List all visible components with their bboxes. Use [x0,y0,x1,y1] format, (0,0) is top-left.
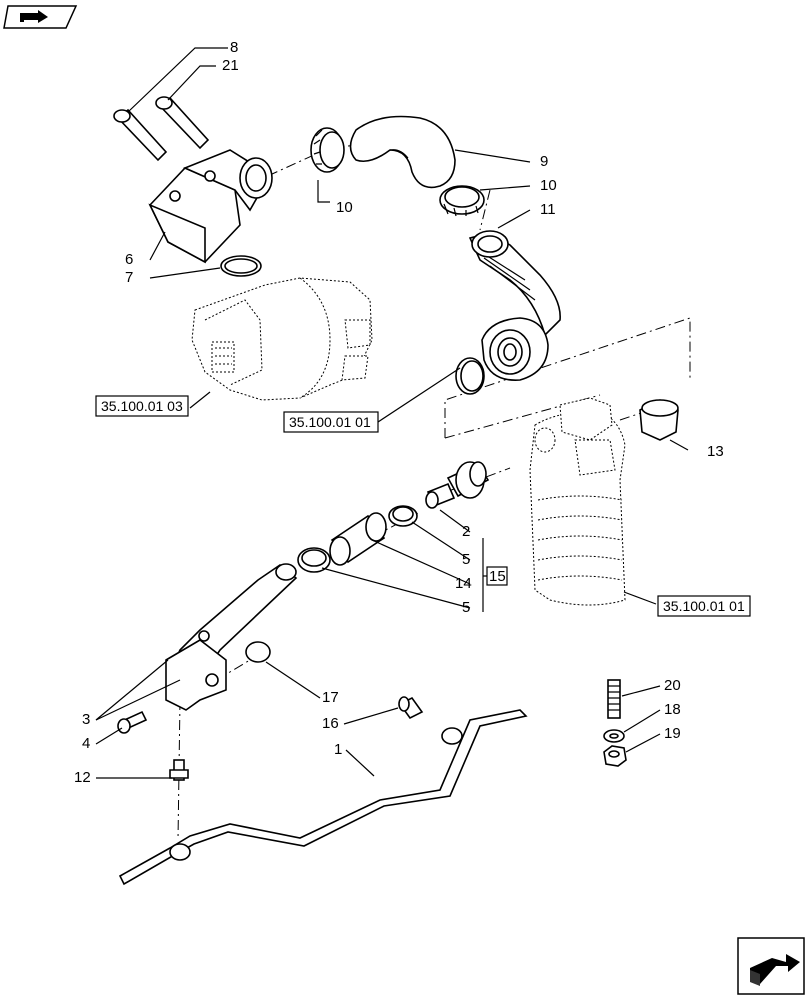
sleeve-13 [639,399,679,441]
hydraulic-pump-ghost [191,277,373,401]
screw-4 [117,710,148,734]
callout-14: 14 [455,575,472,592]
callout-15: 15 [489,568,506,585]
callout-11: 11 [540,201,556,218]
hose-assembly-11 [468,230,561,381]
fitting-16 [398,696,424,720]
callout-16: 16 [322,715,339,732]
filter-housing-ghost [529,397,626,606]
seal-ring [455,357,485,395]
washer-18 [603,729,625,743]
leader-lines [95,47,689,779]
callout-numbers: 8 21 9 10 10 11 6 7 13 2 5 14 15 5 3 4 1… [74,39,724,786]
callout-18: 18 [664,701,681,718]
callout-1: 1 [334,741,342,758]
callout-5-upper: 5 [462,551,470,568]
return-arrow-icon[interactable] [3,5,78,29]
callout-5-lower: 5 [462,599,470,616]
flange-6 [148,149,273,264]
callout-10-upper: 10 [336,199,353,216]
stud-20 [607,679,621,719]
elbow-hose-9 [349,115,456,189]
callout-3: 3 [82,711,90,728]
callout-8: 8 [230,39,238,56]
callout-6: 6 [125,251,133,268]
callout-13: 13 [707,443,724,460]
next-page-arrow-icon[interactable] [737,937,805,995]
kit-15-box [486,566,508,586]
reference-label-filter-seal: 35.100.01 01 [289,414,371,430]
callout-12: 12 [74,769,91,786]
reference-label-pump: 35.100.01 03 [101,398,183,414]
fitting-12 [169,759,189,781]
callout-17: 17 [322,689,339,706]
hose-14 [329,512,387,566]
hose-clamp-5-lower [297,547,331,573]
reference-box-filter[interactable]: 35.100.01 01 [657,595,751,617]
reference-box-filter-seal[interactable]: 35.100.01 01 [283,411,379,433]
callout-9: 9 [540,153,548,170]
o-ring-7 [220,255,262,277]
callout-20: 20 [664,677,681,694]
pipe-1 [118,709,528,886]
callout-10-lower: 10 [540,177,557,194]
callout-19: 19 [664,725,681,742]
cap-screw-8 [113,108,168,162]
tube-3 [165,563,298,711]
callout-4: 4 [82,735,90,752]
reference-label-filter: 35.100.01 01 [663,598,745,614]
hose-clamp-10-upper [310,127,345,173]
o-ring-17 [245,641,271,663]
hose-clamp-10-lower [439,185,485,217]
callout-2: 2 [462,523,470,540]
hose-clamp-5-upper [388,505,418,527]
cap-screw-21 [155,96,210,150]
callout-21: 21 [222,57,239,74]
fitting-2 [425,461,490,509]
callout-7: 7 [125,269,133,286]
reference-box-pump[interactable]: 35.100.01 03 [95,395,189,417]
nut-19 [603,745,627,767]
